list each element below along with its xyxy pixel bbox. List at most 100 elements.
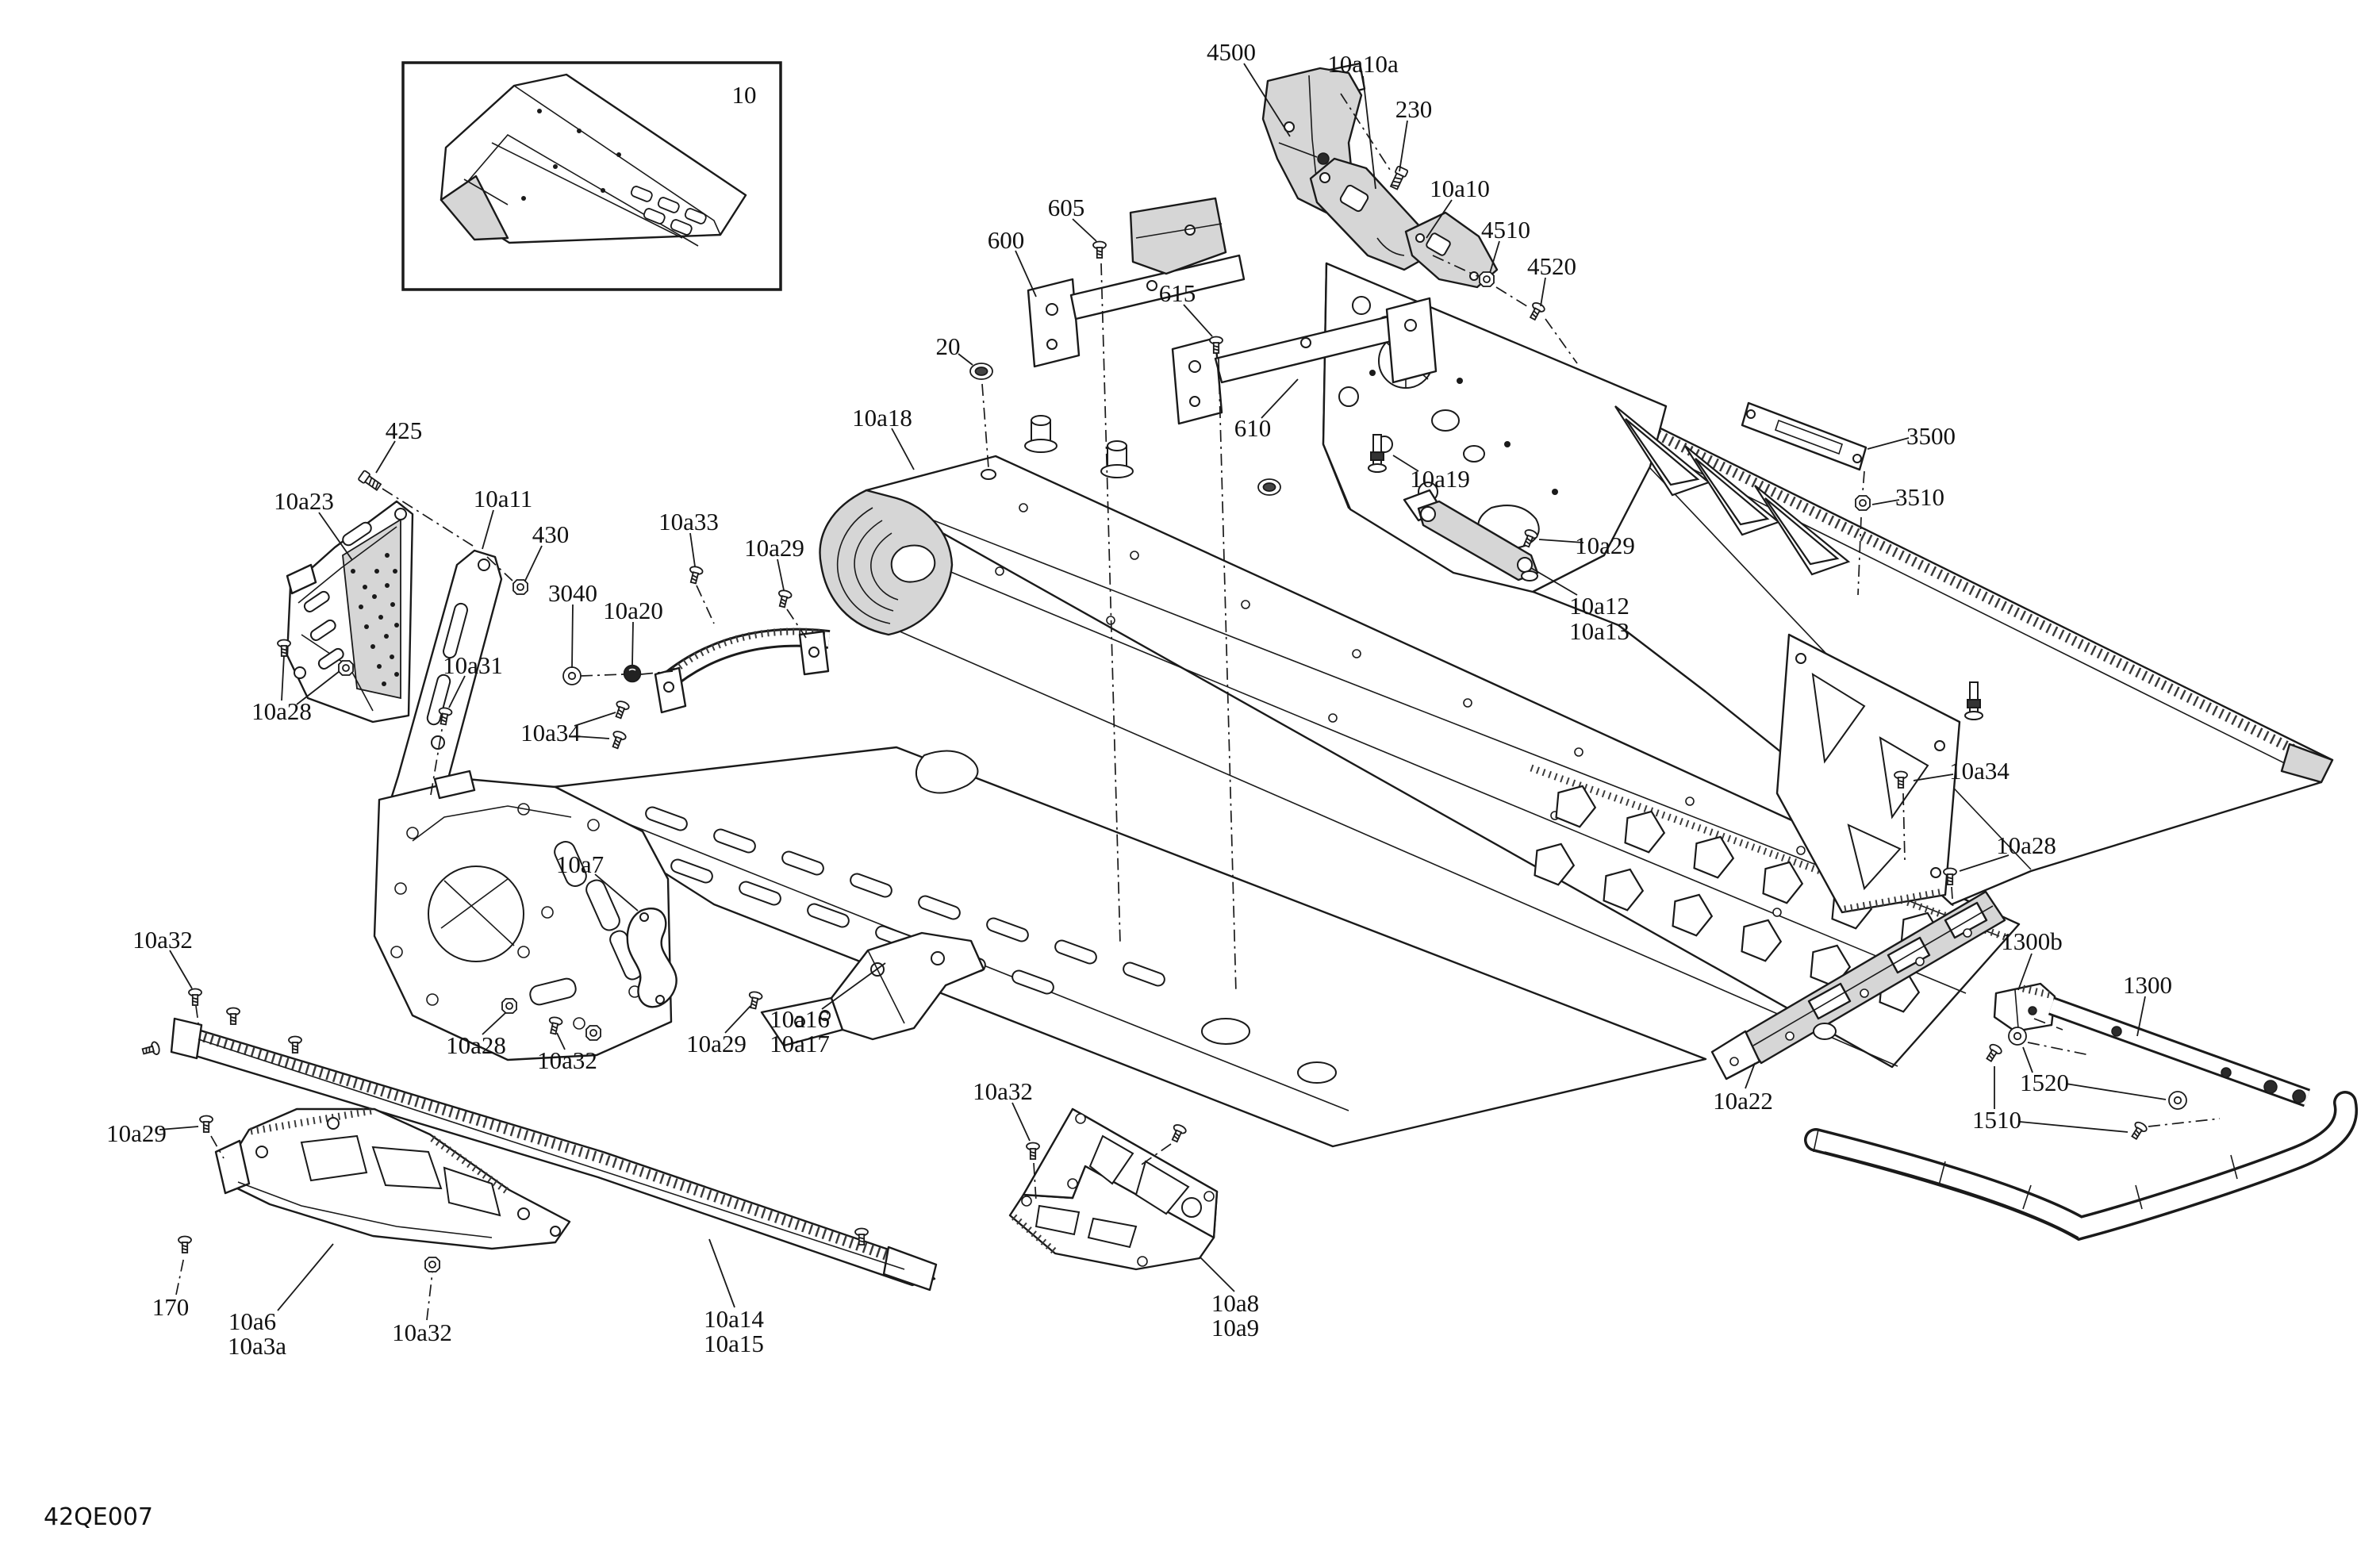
leader-line — [1072, 218, 1097, 242]
assembly-axis-line — [1862, 470, 1865, 493]
part-label-10a31-27: 10a31 — [443, 651, 503, 679]
part-label-10a7-30: 10a7 — [556, 850, 604, 878]
leader-line — [277, 1243, 334, 1311]
leader-line — [296, 670, 340, 705]
footrest-10a6 — [214, 1107, 571, 1250]
leader-line — [448, 675, 466, 708]
assembly-axis-line — [2148, 1118, 2221, 1127]
leader-line — [318, 512, 353, 561]
part-label-10a32-36: 10a32 — [132, 926, 193, 954]
leader-line — [1530, 567, 1578, 596]
assembly-axis-line — [1138, 1143, 1172, 1167]
screw-icon — [178, 1235, 192, 1253]
assembly-axis-line — [1545, 318, 1578, 364]
part-label-170-38: 170 — [152, 1293, 190, 1321]
part-label-1510-52: 1510 — [1972, 1106, 2021, 1134]
screw-icon — [1983, 1042, 2004, 1065]
leader-line — [159, 1126, 199, 1130]
part-label-425-19: 425 — [386, 416, 423, 444]
part-label-10a29-33: 10a29 — [686, 1030, 747, 1057]
screw-icon — [608, 729, 628, 750]
mesh-texture — [351, 553, 399, 686]
screw-icon — [1026, 1142, 1040, 1160]
leader-line — [1913, 773, 1954, 781]
leader-line — [2136, 996, 2146, 1037]
reinforcement-plate-3500 — [1741, 401, 1868, 471]
assembled-frame-thumbnail — [440, 73, 747, 247]
part-label-10a32-32: 10a32 — [537, 1046, 597, 1074]
running-board-rail-10a14 — [170, 1017, 938, 1292]
leader-line — [1261, 378, 1299, 419]
leader-line — [1540, 277, 1546, 307]
leader-line — [2022, 1046, 2033, 1073]
part-label-615-9: 615 — [1159, 279, 1196, 307]
leader-line — [1867, 437, 1910, 450]
assembly-axis-line — [486, 556, 513, 582]
grommet-icon — [969, 363, 993, 380]
assembly-axis-line — [1100, 263, 1121, 945]
grommet-icon — [1257, 478, 1281, 496]
screw-icon — [775, 588, 793, 609]
assembly-axis-line — [696, 585, 715, 624]
part-label-1520-51: 1520 — [2020, 1069, 2069, 1096]
part-label-3510-14: 3510 — [1895, 483, 1944, 511]
part-label-10a6-39: 10a6 — [228, 1307, 276, 1335]
bumper-bar-1300 — [2048, 996, 2311, 1107]
part-label-10a28-28: 10a28 — [251, 697, 312, 725]
leader-line — [1362, 75, 1376, 190]
leader-line — [708, 1238, 735, 1308]
leader-line — [821, 962, 886, 1010]
part-label-10a20-24: 10a20 — [603, 597, 663, 624]
assembly-axis-line — [640, 670, 674, 675]
assembly-axis-line — [1902, 793, 1906, 861]
screw-icon — [188, 988, 202, 1006]
leader-line — [1871, 499, 1900, 505]
screw-icon — [288, 1035, 302, 1054]
part-label-10a16-34: 10a16 — [770, 1005, 830, 1033]
part-label-4510-5: 4510 — [1481, 216, 1530, 244]
leader-line — [1426, 199, 1453, 239]
part-label-600-8: 600 — [988, 226, 1025, 254]
assembly-axis-line — [1218, 358, 1237, 994]
washer-icon — [2168, 1091, 2187, 1110]
part-label-10a22-53: 10a22 — [1713, 1087, 1773, 1115]
leader-line — [571, 604, 574, 669]
part-label-10a32-44: 10a32 — [973, 1077, 1033, 1105]
assembly-axis-line — [426, 1272, 433, 1321]
leader-line — [574, 712, 616, 727]
part-label-10a28-31: 10a28 — [446, 1031, 506, 1059]
angle-plate-10a8 — [1008, 1107, 1219, 1271]
part-label-10a32-41: 10a32 — [392, 1318, 452, 1346]
inset-box — [401, 61, 782, 291]
part-label-10a15-43: 10a15 — [704, 1330, 764, 1357]
part-label-430-22: 430 — [532, 520, 570, 548]
post-icon — [1024, 415, 1058, 453]
leader-line — [482, 509, 494, 550]
part-label-10a10-4: 10a10 — [1430, 175, 1490, 202]
washer-icon — [2008, 1027, 2027, 1046]
assembly-axis-line — [1857, 516, 1862, 596]
leader-line — [777, 558, 785, 591]
part-label-610-10: 610 — [1234, 414, 1272, 442]
leader-line — [1959, 854, 2010, 872]
leader-line — [1399, 120, 1408, 172]
part-label-10a14-42: 10a14 — [704, 1305, 764, 1333]
part-label-10a18-12: 10a18 — [852, 404, 912, 432]
leader-line — [1012, 1102, 1031, 1142]
assembly-axis-line — [580, 674, 624, 677]
bolt-icon — [357, 469, 383, 493]
leader-line — [1183, 304, 1213, 337]
assembly-axis-line — [210, 1135, 225, 1159]
part-label-10a28-48: 10a28 — [1996, 831, 2056, 859]
bracket-610 — [1171, 297, 1438, 425]
leader-line — [574, 735, 610, 739]
leader-line — [724, 1005, 751, 1034]
screw-icon — [1526, 300, 1547, 323]
nut-icon — [1479, 271, 1495, 287]
leader-line — [1199, 1256, 1235, 1292]
leader-line — [2065, 1083, 2167, 1100]
part-label-230-3: 230 — [1395, 95, 1433, 123]
leader-line — [891, 428, 915, 470]
tunnel-nose — [819, 489, 954, 636]
